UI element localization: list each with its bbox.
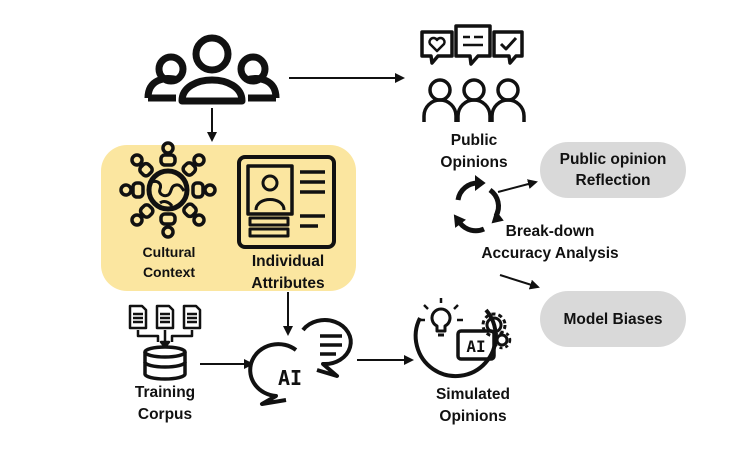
ai-label: AI — [278, 366, 302, 390]
training-corpus-line1: Training — [134, 384, 196, 401]
speech-bubbles-people-icon — [420, 24, 526, 122]
arrow-to-reflection — [497, 179, 538, 193]
public-opinions-label: Public Opinions — [430, 130, 518, 174]
documents-database-icon — [128, 304, 202, 381]
reflection-line2: Reflection — [575, 172, 651, 189]
ai-chat-bubbles-icon: AI — [248, 318, 353, 406]
cultural-context-line2: Context — [142, 264, 196, 280]
individual-attributes-label: Individual Attributes — [236, 251, 340, 295]
model-biases-pill: Model Biases — [540, 291, 686, 347]
arrow-to-biases — [499, 274, 540, 290]
globe-people-circle-icon — [119, 141, 217, 239]
public-opinions-line2: Opinions — [440, 154, 508, 171]
ai-chip-label: AI — [466, 337, 485, 356]
public-opinions-line1: Public — [450, 132, 498, 149]
simulated-opinions-line2: Opinions — [439, 408, 507, 425]
breakdown-line2: Accuracy Analysis — [481, 245, 619, 262]
individual-attributes-line2: Attributes — [251, 275, 325, 292]
simulated-opinions-label: Simulated Opinions — [426, 384, 520, 428]
breakdown-label: Break-down Accuracy Analysis — [470, 221, 630, 265]
breakdown-line1: Break-down — [505, 223, 595, 240]
cultural-context-label: Cultural Context — [126, 242, 212, 282]
reflection-pill: Public opinion Reflection — [540, 142, 686, 198]
refresh-cycle-icon — [453, 175, 504, 234]
training-corpus-label: Training Corpus — [124, 382, 206, 426]
ai-gear-lightbulb-icon: AI — [413, 298, 512, 379]
training-corpus-line2: Corpus — [137, 406, 193, 423]
simulated-opinions-line1: Simulated — [435, 386, 511, 403]
cultural-context-line1: Cultural — [142, 244, 196, 260]
people-group-icon — [144, 34, 280, 105]
individual-attributes-line1: Individual — [251, 253, 325, 270]
id-profile-card-icon — [237, 155, 336, 249]
model-biases-text: Model Biases — [563, 310, 663, 328]
reflection-line1: Public opinion — [559, 151, 667, 168]
